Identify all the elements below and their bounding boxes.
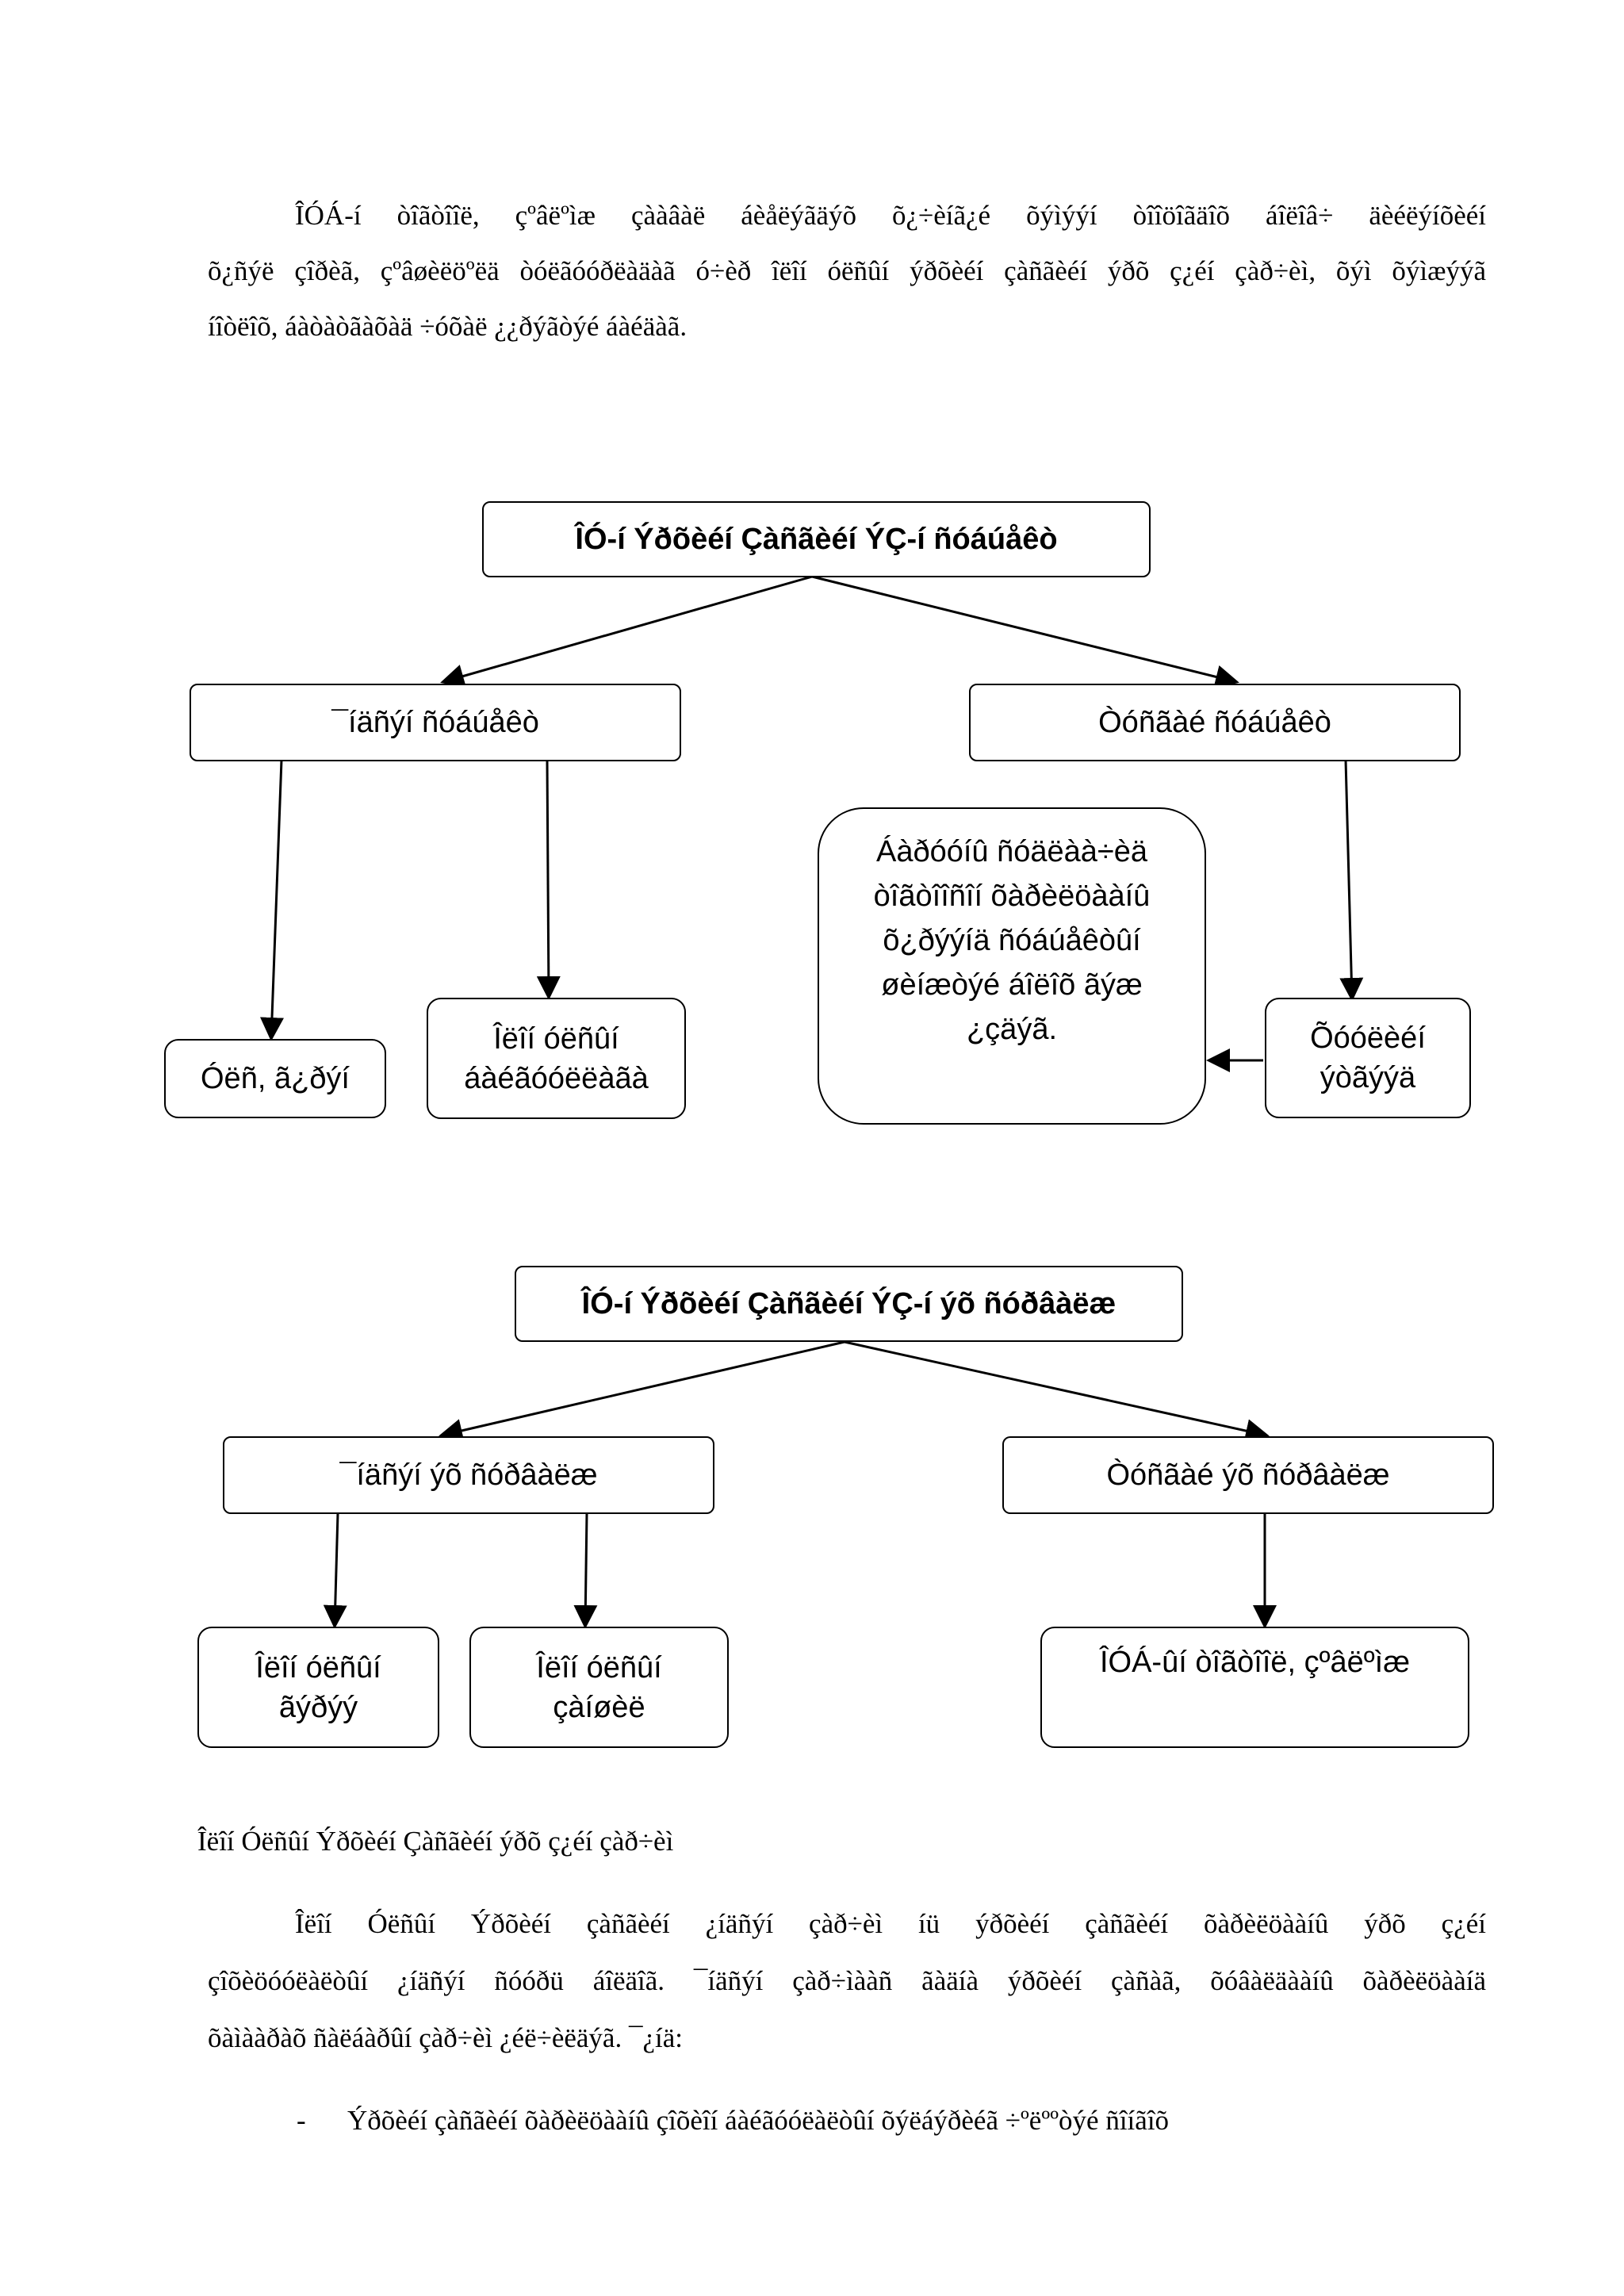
d1-right-box: Òóñãàé ñóáúåêò	[969, 684, 1461, 761]
d1-left-child2-label: Îëîí óëñûí áàéãóóëëàãà	[464, 1022, 649, 1095]
d1-left-box: ¯íäñýí ñóáúåêò	[190, 684, 681, 761]
d2-root-label: ÎÓ-í Ýðõèéí Çàñãèéí ÝÇ-í ýõ ñóðâàëæ	[581, 1287, 1116, 1320]
body-line-1: Îëîí Óëñûí Ýðõèéí çàñãèéí ¿íäñýí çàð÷èì …	[295, 1908, 1486, 1939]
section-heading: Îëîí Óëñûí Ýðõèéí Çàñãèéí ýðõ ç¿éí çàð÷è…	[197, 1826, 674, 1857]
d2-root-to-left-arrow	[439, 1340, 845, 1443]
d2-left-to-child1-arrow	[323, 1512, 347, 1629]
d2-left-child1-box: Îëîí óëñûí ãýðýý	[197, 1627, 439, 1748]
d1-right-label: Òóñãàé ñóáúåêò	[1098, 706, 1331, 739]
d1-right-child-box: Õóóëèéí ýòãýýä	[1265, 998, 1471, 1118]
d2-right-child-label: ÎÓÁ-ûí òîãòîîë, çºâëºìæ	[1099, 1646, 1411, 1679]
intro-line-2: õ¿ñýë çîðèã, çºâøèëöºëä òóëãóóðëàäàã ó÷è…	[208, 255, 1486, 286]
d1-left-child1-box: Óëñ, ã¿ðýí	[164, 1039, 386, 1118]
d1-left-child2-box: Îëîí óëñûí áàéãóóëëàãà	[427, 998, 686, 1119]
bullet-marker: -	[297, 2105, 306, 2136]
d2-left-label: ¯íäñýí ýõ ñóðâàëæ	[339, 1458, 598, 1492]
d2-left-to-child2-arrow	[573, 1512, 598, 1629]
d1-right-child-label: Õóóëèéí ýòãýýä	[1310, 1022, 1426, 1094]
d1-note-text: Áàðóóíû ñóäëàà÷èä òîãòîîñîí õàðèëöààíû õ…	[873, 835, 1151, 1046]
d2-right-label: Òóñãàé ýõ ñóðâàëæ	[1106, 1458, 1390, 1492]
bullet-item: Ýðõèéí çàñãèéí õàðèëöààíû çîõèîí áàéãóóë…	[347, 2105, 1170, 2136]
d1-root-box: ÎÓ-í Ýðõèéí Çàñãèéí ÝÇ-í ñóáúåêò	[482, 501, 1151, 577]
d2-left-box: ¯íäñýí ýõ ñóðâàëæ	[223, 1436, 714, 1514]
d1-left-label: ¯íäñýí ñóáúåêò	[331, 706, 539, 739]
d1-left-to-child1-arrow	[260, 759, 284, 1041]
d2-right-box: Òóñãàé ýõ ñóðâàëæ	[1002, 1436, 1494, 1514]
d1-left-to-child2-arrow	[536, 759, 561, 1000]
d1-root-to-left-arrow	[440, 575, 813, 688]
d1-left-child1-label: Óëñ, ã¿ðýí	[201, 1062, 350, 1095]
d1-note-box: Áàðóóíû ñóäëàà÷èä òîãòîîñîí õàðèëöààíû õ…	[818, 807, 1206, 1125]
d1-root-label: ÎÓ-í Ýðõèéí Çàñãèéí ÝÇ-í ñóáúåêò	[575, 523, 1058, 556]
d2-left-child2-box: Îëîí óëñûí çàíøèë	[469, 1627, 729, 1748]
d1-right-to-child-arrow	[1339, 759, 1364, 1002]
d2-left-child1-label: Îëîí óëñûí ãýðýý	[255, 1650, 381, 1724]
d1-root-to-right-arrow	[811, 575, 1239, 689]
d2-left-child2-label: Îëîí óëñûí çàíøèë	[536, 1650, 662, 1724]
intro-line-1: ÎÓÁ-í òîãòîîë, çºâëºìæ çààâàë áèåëýãäýõ …	[295, 200, 1486, 231]
d2-root-to-right-arrow	[844, 1340, 1270, 1443]
d2-root-box: ÎÓ-í Ýðõèéí Çàñãèéí ÝÇ-í ýõ ñóðâàëæ	[515, 1266, 1183, 1342]
intro-line-3: íîòëîõ, áàòàòãàõàä ÷óõàë ¿¿ðýãòýé áàéäàã…	[208, 311, 688, 342]
body-line-2: çîõèöóóëàëòûí ¿íäñýí ñóóðü áîëäîã. ¯íäñý…	[208, 1965, 1486, 1996]
d2-right-child-box: ÎÓÁ-ûí òîãòîîë, çºâëºìæ	[1040, 1627, 1469, 1748]
body-line-3: õàìààðàõ ñàëáàðûí çàð÷èì ¿éë÷èëäýã. ¯¿íä…	[208, 2022, 683, 2053]
